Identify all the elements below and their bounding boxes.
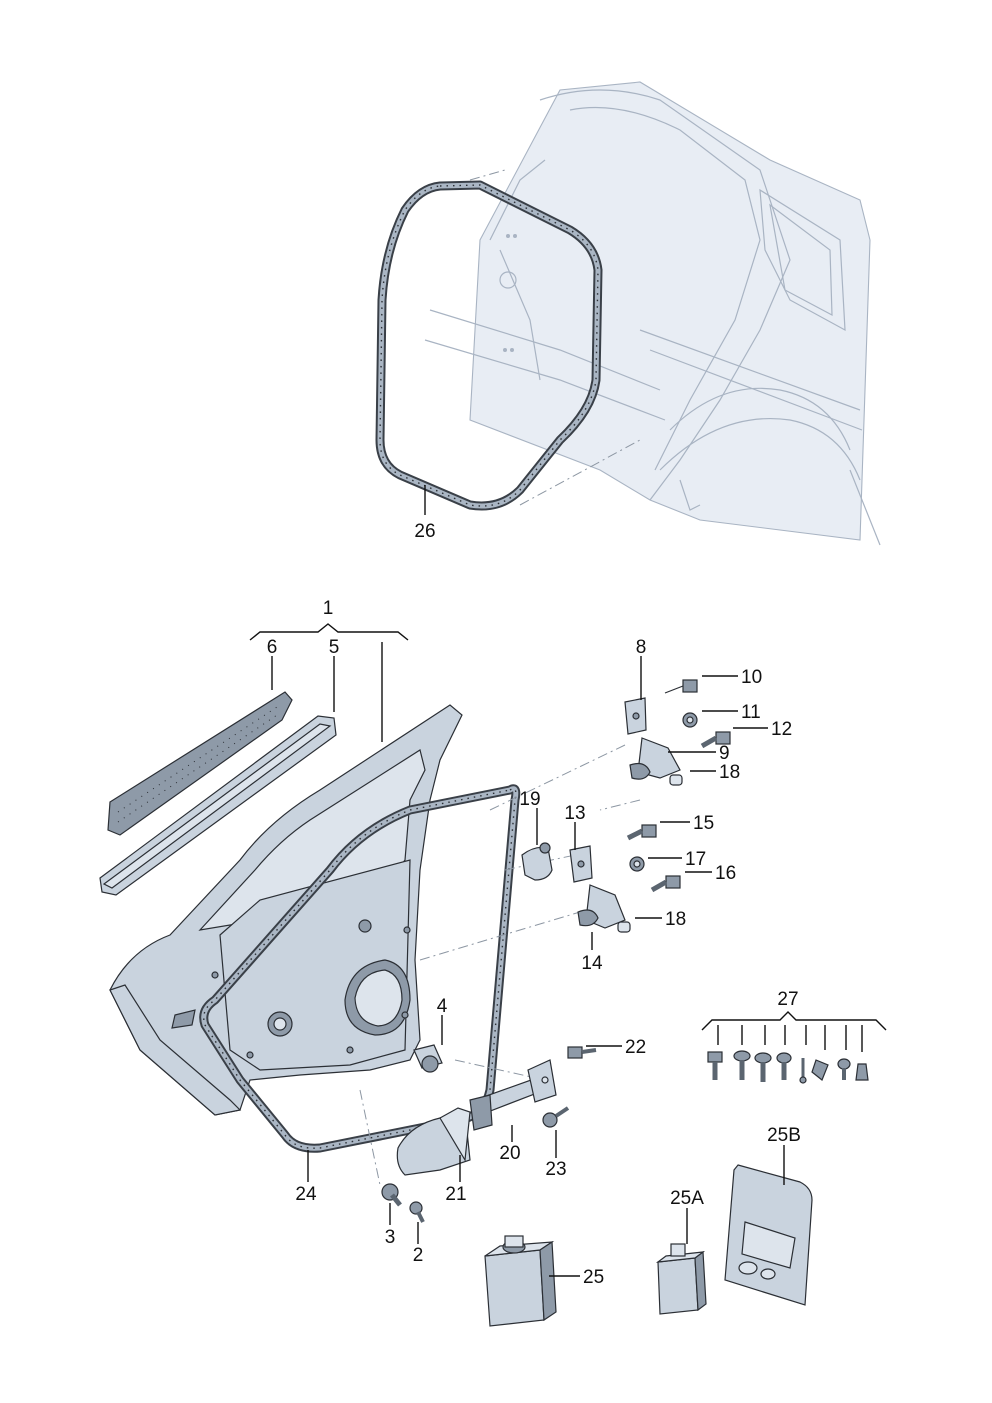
bottle-part-25a [655, 1243, 707, 1315]
callout-20: 20 [499, 1143, 520, 1164]
leader-lines [271, 485, 785, 1277]
callout-3: 3 [385, 1227, 396, 1248]
callout-5: 5 [329, 637, 340, 658]
bolt-part-10 [664, 679, 698, 694]
door-seal-part-24 [199, 784, 521, 1153]
trim-strip-part-5 [99, 715, 337, 896]
callout-6: 6 [267, 637, 278, 658]
callout-11: 11 [741, 702, 761, 723]
buffer-part-4 [413, 1044, 443, 1073]
upper-hinge-parts-8-9 [624, 697, 683, 786]
bolt-part-16 [650, 875, 681, 893]
callout-25b: 25B [767, 1125, 801, 1146]
body-door-seal-part-26 [375, 180, 603, 511]
bracket-part-1 [249, 623, 409, 641]
bolt-part-23 [542, 1106, 570, 1128]
callout-22: 22 [625, 1037, 646, 1058]
callout-21: 21 [445, 1184, 466, 1205]
callout-18-lower: 18 [665, 909, 686, 930]
callout-24: 24 [295, 1184, 317, 1205]
callout-labels: 26 1 6 5 8 10 11 12 9 18 19 13 15 17 16 … [267, 521, 801, 1288]
callout-14: 14 [581, 953, 603, 974]
callout-9: 9 [719, 743, 730, 764]
callout-15: 15 [693, 813, 714, 834]
callout-18-upper: 18 [719, 762, 740, 783]
callout-25: 25 [583, 1267, 604, 1288]
callout-25a: 25A [670, 1188, 704, 1209]
lower-hinge-parts-13-14 [569, 845, 631, 933]
callout-19: 19 [519, 789, 540, 810]
callout-10: 10 [741, 667, 762, 688]
bolt-part-12 [700, 731, 731, 749]
latch-part-19 [521, 842, 553, 881]
bolt-part-22 [567, 1046, 597, 1059]
bolt-part-15 [626, 824, 657, 841]
bolt-part-3 [381, 1183, 402, 1207]
door-check-part-20 [469, 1059, 557, 1131]
fastener-set-part-27 [707, 1050, 869, 1084]
callout-23: 23 [545, 1159, 566, 1180]
nut-part-17 [629, 856, 645, 872]
body-side-ghost [424, 81, 881, 546]
callout-4: 4 [437, 996, 448, 1017]
callout-13: 13 [564, 803, 585, 824]
callout-17: 17 [685, 849, 706, 870]
callout-12: 12 [771, 719, 792, 740]
callout-8: 8 [636, 637, 647, 658]
screw-part-2 [409, 1201, 425, 1223]
bottle-part-25 [484, 1235, 557, 1327]
callout-2: 2 [413, 1245, 424, 1266]
cover-part-21 [396, 1107, 471, 1176]
pouch-part-25b [724, 1164, 813, 1306]
callout-16: 16 [715, 863, 736, 884]
callout-26: 26 [414, 521, 435, 542]
nut-part-11 [682, 712, 698, 728]
callout-27: 27 [777, 989, 798, 1010]
cover-film-part-6 [107, 691, 293, 836]
door-shell-part-1 [109, 704, 463, 1116]
callout-1: 1 [323, 598, 334, 619]
bracket-part-27 [701, 1011, 887, 1052]
